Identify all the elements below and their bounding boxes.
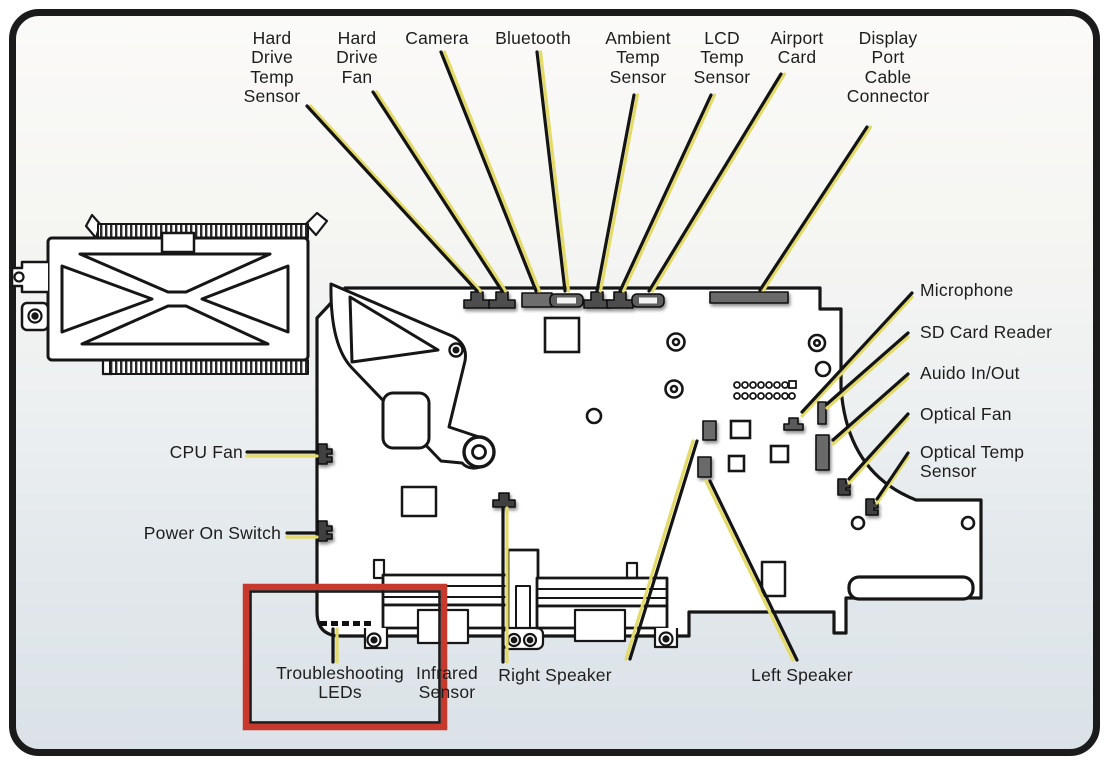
microphone-connector xyxy=(783,417,804,431)
callout-camera: Camera xyxy=(405,28,469,48)
board-details xyxy=(543,316,976,531)
memory-heatsink xyxy=(10,211,329,376)
callout-left-speaker: Left Speaker xyxy=(751,665,853,685)
infrared-sensor-connector xyxy=(492,492,516,508)
hard-drive-fan-connector xyxy=(488,291,516,309)
callout-cpu-fan: CPU Fan xyxy=(169,442,243,462)
left-speaker-connector xyxy=(697,456,712,478)
power-on-switch-connector xyxy=(317,520,333,542)
callout-display-port-cable-connector: Display Port Cable Connector xyxy=(846,28,930,106)
display-port-cable-connector xyxy=(709,291,789,304)
cpu-heatsink-bracket xyxy=(329,282,496,518)
camera-connector xyxy=(521,292,553,308)
callout-sd-card-reader: SD Card Reader xyxy=(920,322,1053,342)
logic-board-outline xyxy=(315,286,983,638)
leader-lines xyxy=(245,50,914,664)
airport-card-connector xyxy=(631,293,665,308)
callout-optical-fan: Optical Fan xyxy=(920,404,1012,424)
callout-bluetooth: Bluetooth xyxy=(495,28,571,48)
optical-temp-sensor-connector xyxy=(865,498,879,516)
dot-grid xyxy=(733,380,797,400)
sd-card-reader-connector xyxy=(817,401,827,425)
callout-troubleshooting-leds: Troubleshooting LEDs xyxy=(276,663,404,703)
callout-right-speaker: Right Speaker xyxy=(498,665,612,685)
troubleshooting-leds-highlight-box xyxy=(242,583,448,731)
right-speaker-connector xyxy=(702,420,717,441)
audio-in-out-connector xyxy=(815,434,830,471)
callout-audio-in-out: Auido In/Out xyxy=(920,363,1020,383)
optical-fan-connector xyxy=(837,478,851,496)
callout-optical-temp-sensor: Optical Temp Sensor xyxy=(920,442,1025,482)
callout-ambient-temp-sensor: Ambient Temp Sensor xyxy=(605,28,671,87)
callout-hard-drive-temp-sensor: Hard Drive Temp Sensor xyxy=(243,28,301,106)
callout-infrared-sensor: Infrared Sensor xyxy=(416,663,478,703)
callout-microphone: Microphone xyxy=(920,280,1014,300)
cpu-fan-connector xyxy=(317,443,333,465)
callout-airport-card: Airport Card xyxy=(770,28,824,68)
callout-hard-drive-fan: Hard Drive Fan xyxy=(336,28,378,87)
callout-power-on-switch: Power On Switch xyxy=(143,523,281,543)
callout-lcd-temp-sensor: LCD Temp Sensor xyxy=(693,28,751,87)
troubleshooting-led-dashes xyxy=(320,621,371,626)
bluetooth-connector xyxy=(549,293,584,308)
